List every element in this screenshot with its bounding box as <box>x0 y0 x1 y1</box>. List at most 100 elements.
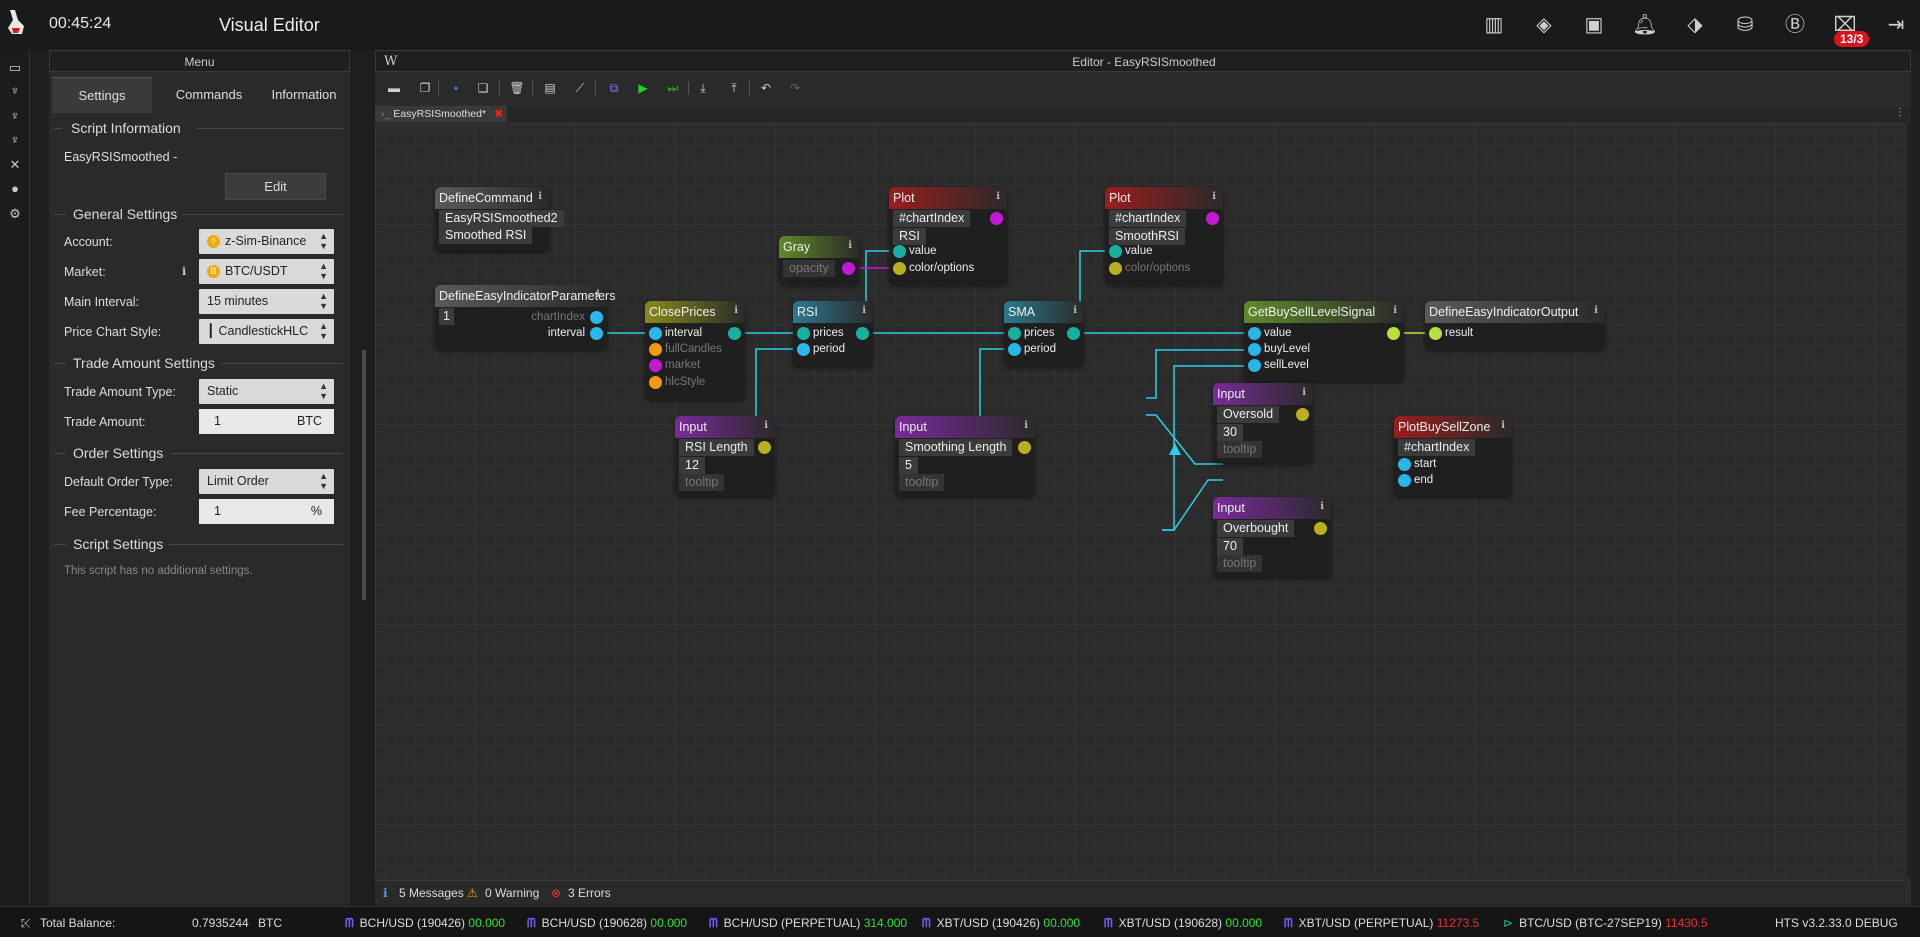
info-icon[interactable]: ℹ <box>1393 305 1397 316</box>
node-defineoutput[interactable]: DefineEasyIndicatorOutput ℹ result <box>1425 301 1605 349</box>
input-port[interactable] <box>649 327 662 340</box>
node-field[interactable]: 5 <box>899 457 918 474</box>
fee-input[interactable]: 1% <box>199 499 334 524</box>
inbox-icon[interactable]: ⌧ <box>1833 14 1857 36</box>
input-port[interactable] <box>649 359 662 372</box>
node-plot-smoothrsi[interactable]: Plot ℹ #chartIndex SmoothRSI value color… <box>1105 187 1223 284</box>
node-field[interactable]: Overbought <box>1217 520 1295 537</box>
info-icon[interactable]: ℹ <box>1302 387 1306 398</box>
node-getbuyselllevelsignal[interactable]: GetBuySellLevelSignal ℹ value buyLevel s… <box>1244 301 1404 381</box>
copy-window-icon[interactable]: ❐ <box>419 81 431 95</box>
open-folder-icon[interactable]: ▬ <box>388 81 400 95</box>
input-port[interactable] <box>1429 327 1442 340</box>
chart-style-select[interactable]: ┃CandlestickHLC▲▼ <box>199 319 334 344</box>
panel-resize-handle[interactable] <box>362 350 366 600</box>
info-icon[interactable]: ℹ <box>1073 305 1077 316</box>
order-type-select[interactable]: Limit Order▲▼ <box>199 469 334 494</box>
node-field[interactable]: EasyRSISmoothed2 <box>439 210 564 227</box>
frame-icon[interactable]: ▣ <box>1584 14 1604 36</box>
close-tab-icon[interactable]: ✖ <box>494 108 503 120</box>
input-port[interactable] <box>649 376 662 389</box>
info-icon[interactable]: ℹ <box>1212 191 1216 202</box>
input-port[interactable] <box>649 343 662 356</box>
output-port[interactable] <box>1314 522 1327 535</box>
upload-icon[interactable]: ⤒ <box>731 81 737 95</box>
node-field[interactable]: Smoothing Length <box>899 439 1013 456</box>
node-input-rsi-length[interactable]: Input ℹ RSI Length 12 tooltip <box>675 416 775 496</box>
node-field[interactable]: RSI <box>893 228 926 245</box>
map-icon[interactable]: ▥ <box>1484 14 1504 36</box>
input-port[interactable] <box>797 343 810 356</box>
bell-icon[interactable]: 🔔︎ <box>1632 14 1658 36</box>
node-plot-rsi[interactable]: Plot ℹ #chartIndex RSI value color/optio… <box>889 187 1007 284</box>
ticker[interactable]: ⊳BTC/USD (BTC-27SEP19) 11430.5 <box>1503 916 1708 930</box>
output-port[interactable] <box>856 327 869 340</box>
input-port[interactable] <box>1008 327 1021 340</box>
output-port[interactable] <box>842 262 855 275</box>
node-field[interactable]: SmoothRSI <box>1109 228 1185 245</box>
input-port[interactable] <box>1398 458 1411 471</box>
node-plotbuysellzone[interactable]: PlotBuySellZone ℹ #chartIndex start end <box>1394 416 1512 496</box>
input-port[interactable] <box>1109 245 1122 258</box>
tab-settings[interactable]: Settings <box>52 77 152 113</box>
node-input-smoothing-length[interactable]: Input ℹ Smoothing Length 5 tooltip <box>895 416 1035 496</box>
tab-information[interactable]: Information <box>271 87 337 102</box>
bot-icon[interactable]: ♆ <box>10 108 20 123</box>
node-rsi[interactable]: RSI ℹ prices period <box>793 301 873 366</box>
run-backtest-icon[interactable]: ⏭ <box>667 81 679 95</box>
output-port[interactable] <box>1067 327 1080 340</box>
document-icon[interactable]: ▤ <box>544 81 556 95</box>
bot-icon[interactable]: ♆ <box>10 83 20 98</box>
node-field[interactable]: tooltip <box>679 474 725 491</box>
messages-count[interactable]: 5 Messages <box>399 886 464 900</box>
node-field[interactable]: RSI Length <box>679 439 754 456</box>
run-icon[interactable]: ▶ <box>638 81 648 95</box>
undo-icon[interactable]: ↶ <box>760 81 772 95</box>
info-icon[interactable]: ℹ <box>734 305 738 316</box>
node-canvas[interactable]: DefineCommand ℹ EasyRSISmoothed2 Smoothe… <box>375 124 1906 876</box>
monitor-icon[interactable]: ▭ <box>8 60 22 75</box>
delete-icon[interactable]: 🗑︎ <box>509 81 525 95</box>
logout-icon[interactable]: ⇥ <box>1887 14 1905 36</box>
info-icon[interactable]: ℹ <box>848 240 852 251</box>
info-icon[interactable]: ℹ <box>764 420 768 431</box>
node-input-oversold[interactable]: Input ℹ Oversold 30 tooltip <box>1213 383 1313 463</box>
tab-commands[interactable]: Commands <box>175 87 243 102</box>
user-icon[interactable]: ● <box>11 181 19 196</box>
node-field[interactable]: tooltip <box>1217 555 1263 572</box>
output-port[interactable] <box>1018 441 1031 454</box>
interval-select[interactable]: 15 minutes▲▼ <box>199 289 334 314</box>
settings-icon[interactable]: ⚙ <box>9 206 21 221</box>
file-tab[interactable]: ›_ EasyRSISmoothed*✖ <box>375 106 507 122</box>
info-icon[interactable]: ℹ <box>1501 420 1505 431</box>
input-port[interactable] <box>797 327 810 340</box>
output-port[interactable] <box>990 212 1003 225</box>
output-port[interactable] <box>1296 408 1309 421</box>
info-icon[interactable]: ℹ <box>996 191 1000 202</box>
output-port[interactable] <box>590 327 603 340</box>
duplicate-icon[interactable]: ❏ <box>477 81 489 95</box>
output-port[interactable] <box>590 311 603 324</box>
node-field[interactable]: 12 <box>679 457 705 474</box>
output-port[interactable] <box>1387 327 1400 340</box>
ticket-icon[interactable]: ◈ <box>1536 14 1552 36</box>
node-defineparameters[interactable]: DefineEasyIndicatorParameters ℹ 1 chartI… <box>435 285 615 349</box>
tab-options-icon[interactable]: ⋮ <box>1895 107 1905 118</box>
node-field[interactable]: #chartIndex <box>1398 439 1476 456</box>
edit-button[interactable]: Edit <box>225 173 326 200</box>
output-port[interactable] <box>728 327 741 340</box>
node-field[interactable]: 1 <box>439 308 454 325</box>
node-field[interactable]: 30 <box>1217 424 1243 441</box>
trade-type-select[interactable]: Static▲▼ <box>199 379 334 404</box>
node-field[interactable]: opacity <box>783 260 835 277</box>
node-gray[interactable]: Gray ℹ opacity <box>779 236 859 284</box>
coins-icon[interactable]: ⛁ <box>1736 14 1754 36</box>
input-port[interactable] <box>893 245 906 258</box>
tag-icon[interactable]: ⬗ <box>1687 14 1703 36</box>
node-field[interactable]: tooltip <box>1217 441 1263 458</box>
